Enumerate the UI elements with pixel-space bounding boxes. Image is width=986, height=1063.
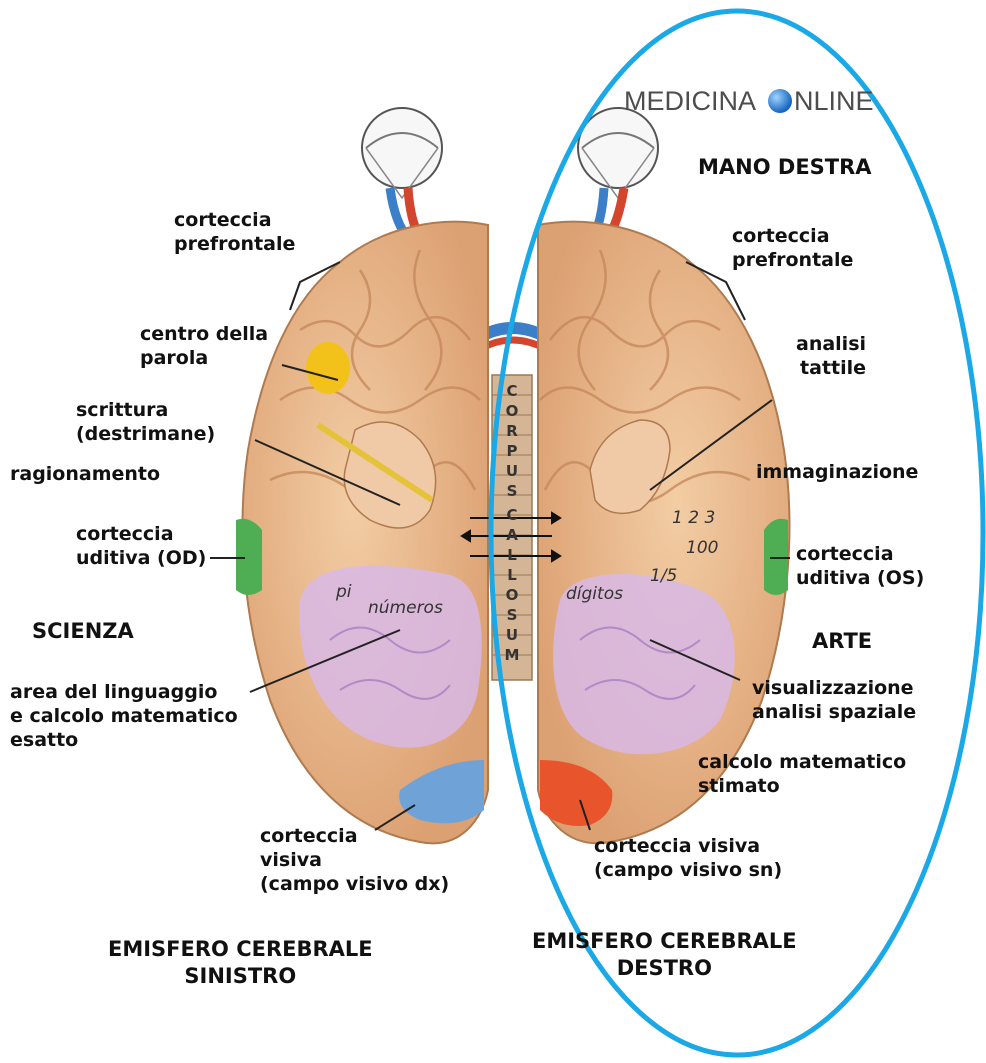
left-prefrontal-label: corteccia prefrontale [174, 208, 295, 256]
left-visual-label: corteccia visiva (campo visivo dx) [260, 824, 449, 896]
corpus-letter: U [496, 462, 528, 480]
corpus-letter: C [496, 382, 528, 400]
science-label: SCIENZA [32, 618, 134, 645]
tactile-analysis-label: analisi tattile [796, 332, 866, 380]
callosum-letter: S [496, 606, 528, 624]
callosum-letter: O [496, 586, 528, 604]
callosum-letter: M [496, 646, 528, 664]
medicina-online-watermark: MEDICINA NLINE [624, 86, 874, 117]
numbers-123-label: 1 2 3 [672, 508, 715, 528]
language-area-label: area del linguaggio e calcolo matematico… [10, 680, 238, 752]
left-hemisphere [243, 222, 488, 844]
right-hemisphere-title: EMISFERO CEREBRALE DESTRO [532, 928, 797, 982]
speech-center-label: centro della parola [140, 322, 268, 370]
estimation-label: calcolo matematico stimato [698, 750, 906, 798]
left-hemisphere-title: EMISFERO CEREBRALE SINISTRO [108, 936, 373, 990]
art-label: ARTE [812, 628, 872, 655]
callosum-letter: A [496, 526, 528, 544]
callosum-letter: U [496, 626, 528, 644]
right-prefrontal-label: corteccia prefrontale [732, 224, 853, 272]
left-eye-icon [362, 108, 442, 198]
number-100-label: 100 [686, 538, 718, 558]
left-auditory-cortex [236, 519, 262, 595]
right-eye-icon [578, 108, 658, 198]
corpus-letter: R [496, 422, 528, 440]
right-auditory-label: corteccia uditiva (OS) [796, 542, 924, 590]
right-hand-label: MANO DESTRA [698, 154, 872, 181]
writing-label: scrittura (destrimane) [76, 398, 215, 446]
corpus-letter: S [496, 482, 528, 500]
imagination-label: immaginazione [756, 460, 918, 484]
callosum-letter: L [496, 546, 528, 564]
right-auditory-cortex [764, 519, 788, 595]
visualization-label: visualizzazione analisi spaziale [752, 676, 916, 724]
reasoning-label: ragionamento [10, 462, 160, 486]
globe-icon [768, 89, 792, 113]
callosum-letter: C [496, 506, 528, 524]
left-auditory-label: corteccia uditiva (OD) [76, 522, 206, 570]
right-visual-label: corteccia visiva (campo visivo sn) [594, 834, 782, 882]
corpus-letter: P [496, 442, 528, 460]
numbers-label: números [368, 598, 443, 618]
pi-label: pi [336, 582, 352, 602]
corpus-letter: O [496, 402, 528, 420]
digits-label: dígitos [566, 584, 623, 604]
fraction-label: 1/5 [650, 566, 677, 586]
callosum-letter: L [496, 566, 528, 584]
speech-area [306, 342, 350, 394]
